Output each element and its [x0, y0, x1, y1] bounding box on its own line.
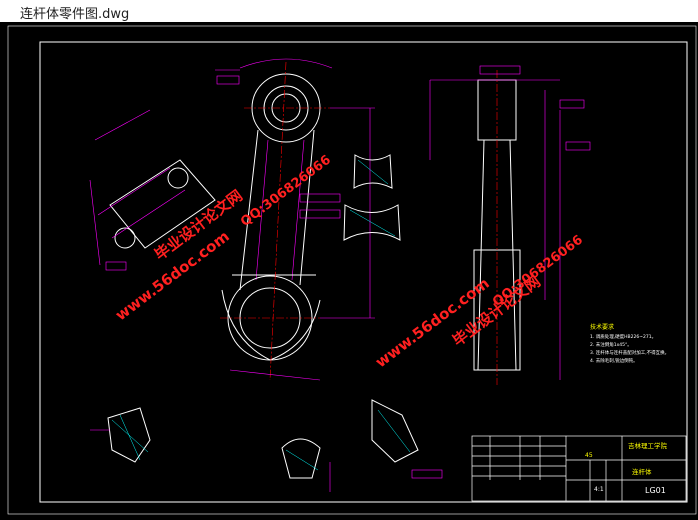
tech-notes-heading: 技术要求: [590, 324, 615, 331]
detail-3: [371, 399, 419, 463]
front-centerlines: [220, 61, 330, 381]
oblique-section: [97, 159, 216, 249]
section-a: [343, 154, 401, 241]
title-block: [471, 435, 687, 502]
section-hatch: [349, 159, 396, 237]
window-title: 连杆体零件图.dwg: [20, 7, 130, 22]
front-view: [221, 73, 321, 361]
oblique-dims: [89, 109, 151, 271]
side-dims: [429, 65, 591, 380]
tech-note-item: 4. 去除毛刺,锐边倒钝。: [590, 359, 638, 364]
window-titlebar: 连杆体零件图.dwg: [0, 0, 698, 22]
sheet-border: [7, 25, 697, 515]
detail-hatch: [111, 409, 411, 471]
detail-1: [107, 407, 151, 463]
detail-2: [281, 438, 321, 479]
title-block-scale: 4:1: [594, 486, 604, 493]
tech-note-item: 1. 调质处理,硬度HB226~271。: [590, 335, 657, 340]
tech-note-item: 3. 连杆体与连杆盖配对加工,不得互换。: [590, 351, 670, 356]
cad-drawing: [7, 25, 697, 515]
title-block-school: 吉林理工学院: [628, 442, 667, 450]
title-block-material: 45: [585, 452, 593, 459]
front-dimensions: [215, 58, 375, 381]
title-block-drawing-no: LG01: [645, 486, 666, 495]
drawing-canvas[interactable]: 技术要求 1. 调质处理,硬度HB226~271。 2. 未注倒角1x45°。 …: [0, 22, 698, 520]
side-view: [473, 70, 521, 385]
title-block-part-name: 连杆体: [632, 468, 652, 476]
detail-dims: [90, 429, 443, 492]
drawing-frame: [39, 41, 688, 503]
tech-note-item: 2. 未注倒角1x45°。: [590, 343, 632, 348]
tech-notes: 技术要求 1. 调质处理,硬度HB226~271。 2. 未注倒角1x45°。 …: [590, 324, 690, 366]
